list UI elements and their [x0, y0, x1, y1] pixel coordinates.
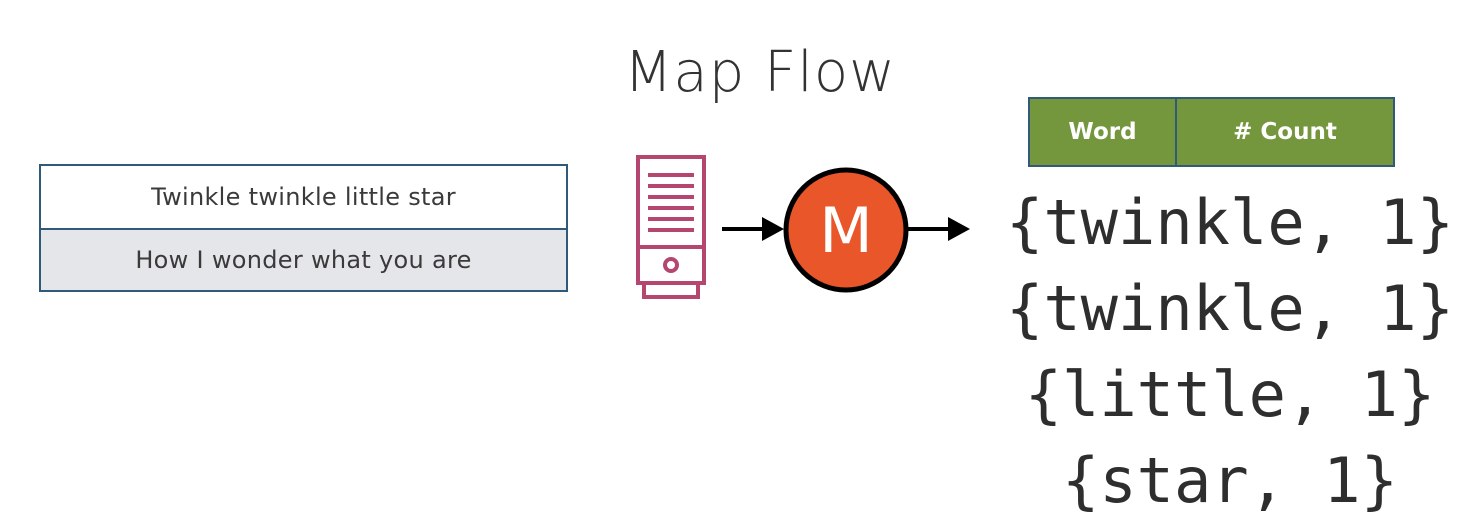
output-pairs-list: {twinkle, 1} {twinkle, 1} {little, 1} {s…: [1000, 180, 1460, 524]
count-column-header: # Count: [1233, 119, 1337, 145]
mapper-label: M: [819, 194, 873, 267]
output-header-table: Word # Count: [1028, 97, 1395, 167]
arrow-right-icon: [722, 217, 784, 241]
key-value-pair: {little, 1}: [1024, 358, 1436, 431]
input-line: Twinkle twinkle little star: [41, 166, 566, 230]
word-column-header: Word: [1030, 99, 1177, 165]
arrow-right-icon: [908, 217, 970, 241]
key-value-pair: {star, 1}: [1062, 444, 1398, 517]
mapper-node: M: [783, 167, 909, 293]
server-icon: [636, 155, 706, 299]
key-value-pair: {twinkle, 1}: [1006, 272, 1454, 345]
key-value-pair: {twinkle, 1}: [1006, 186, 1454, 259]
input-lines-table: Twinkle twinkle little star How I wonder…: [39, 164, 568, 292]
diagram-title: Map Flow: [624, 40, 896, 105]
input-line: How I wonder what you are: [41, 230, 566, 290]
